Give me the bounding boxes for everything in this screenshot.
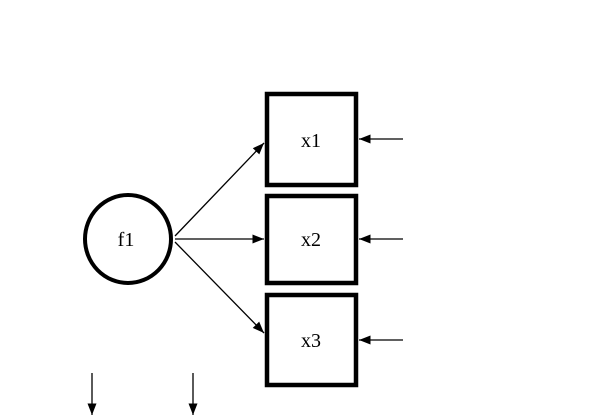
observed-node-x2-label: x2	[301, 229, 321, 251]
latent-node-f1-label: f1	[118, 229, 135, 251]
latent-node-f1	[83, 193, 173, 285]
loading-arrow-f1-x1	[174, 142, 265, 237]
loading-arrow-f1-x3	[174, 241, 265, 334]
observed-node-x3-label: x3	[301, 330, 321, 352]
observed-node-x2	[264, 193, 359, 286]
observed-node-x3	[264, 292, 359, 388]
observed-node-x1-label: x1	[301, 130, 321, 152]
observed-node-x1	[264, 91, 359, 188]
